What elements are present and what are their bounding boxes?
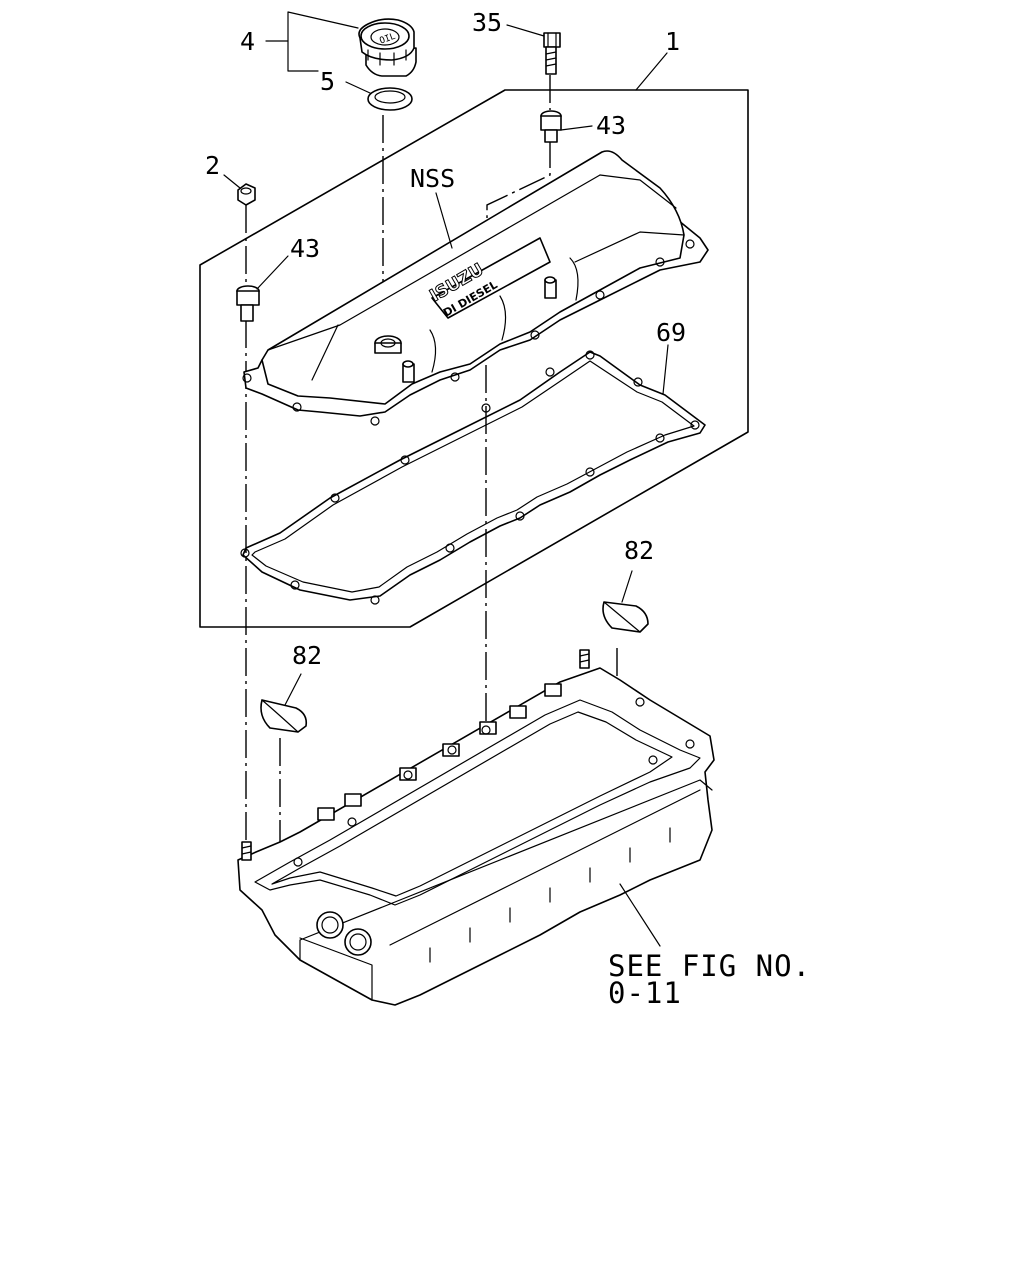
cap-o-ring: [367, 87, 413, 111]
callout-part-1: 1: [665, 27, 680, 56]
callout-part-69: 69: [656, 318, 686, 347]
callout-nss: NSS: [410, 164, 455, 193]
reference-line-2: 0-11: [608, 976, 682, 1010]
callout-part-82-right: 82: [624, 536, 654, 565]
half-moon-seal-left: [260, 699, 308, 733]
oil-filler-cap: OIL: [358, 18, 417, 77]
callout-part-5: 5: [320, 67, 335, 96]
bolt: [543, 32, 561, 75]
cylinder-head: [237, 649, 715, 1006]
head-cover-gasket: [240, 350, 706, 605]
assembly-bracket: [199, 89, 749, 628]
reference-line-1: SEE FIG NO.: [608, 949, 811, 983]
half-moon-seal-right: [602, 601, 649, 633]
callout-part-82-left: 82: [292, 641, 322, 670]
callout-part-35: 35: [472, 8, 502, 37]
grommet-upper: [540, 110, 562, 143]
nut: [237, 183, 256, 206]
callout-part-43-lower: 43: [290, 234, 320, 263]
callout-part-2: 2: [205, 151, 220, 180]
callout-part-4: 4: [240, 27, 255, 56]
head-cover: [242, 150, 709, 426]
callout-part-43-upper: 43: [596, 111, 626, 140]
leader-lines: [223, 11, 669, 947]
grommet-lower: [236, 285, 260, 322]
